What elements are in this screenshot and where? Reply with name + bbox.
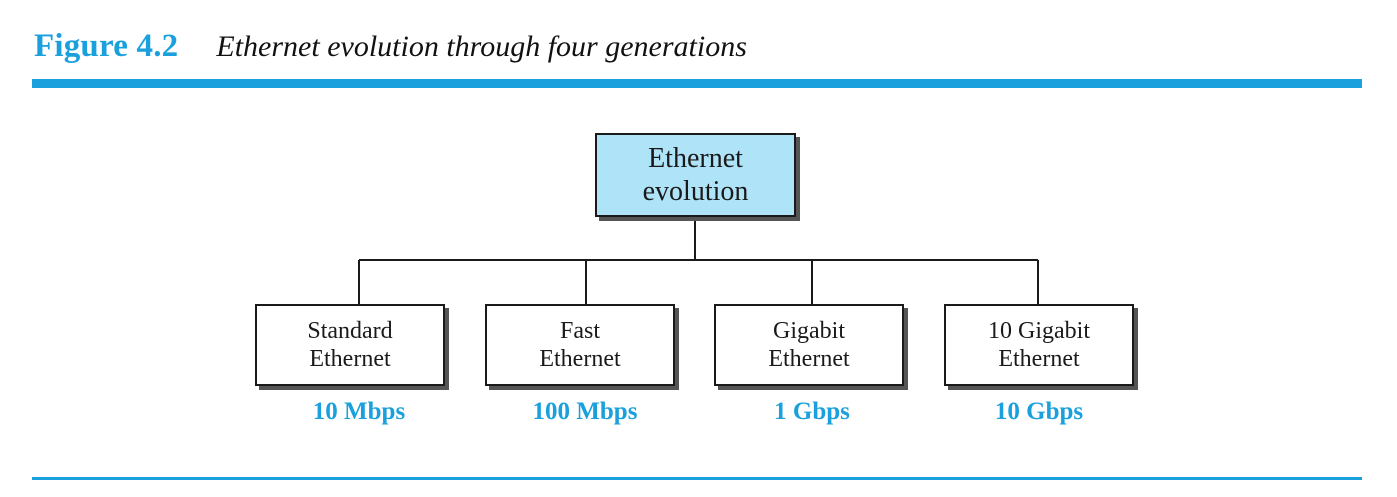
node-fast-line2: Ethernet — [539, 346, 621, 372]
figure-title: Ethernet evolution through four generati… — [216, 30, 747, 63]
node-gigabit-line1: Gigabit — [773, 317, 845, 344]
node-standard-line1: Standard — [307, 317, 393, 344]
node-gigabit-line2: Ethernet — [768, 346, 850, 372]
figure-label: Figure 4.2 — [34, 28, 179, 64]
bottom-rule — [32, 477, 1362, 480]
node-standard-ethernet: Standard Ethernet — [255, 304, 445, 386]
root-node-ethernet-evolution: Ethernet evolution — [595, 133, 796, 217]
node-10-gigabit-line1: 10 Gigabit — [988, 317, 1090, 344]
speed-label-gigabit: 1 Gbps — [774, 398, 850, 425]
node-fast-line1: Fast — [559, 317, 600, 344]
node-10-gigabit-line2: Ethernet — [998, 346, 1080, 372]
node-standard-line2: Ethernet — [309, 346, 391, 372]
node-gigabit-ethernet: Gigabit Ethernet — [714, 304, 904, 386]
node-fast-ethernet: Fast Ethernet — [485, 304, 675, 386]
node-10-gigabit-ethernet: 10 Gigabit Ethernet — [944, 304, 1134, 386]
top-rule — [32, 79, 1362, 88]
speed-label-10-gigabit: 10 Gbps — [994, 398, 1084, 425]
speed-label-fast: 100 Mbps — [532, 398, 638, 425]
root-node-line2: evolution — [642, 176, 749, 207]
root-node-line1: Ethernet — [648, 142, 743, 174]
speed-label-standard: 10 Mbps — [312, 398, 406, 425]
figure-header: Figure 4.2 Ethernet evolution through fo… — [34, 28, 747, 68]
